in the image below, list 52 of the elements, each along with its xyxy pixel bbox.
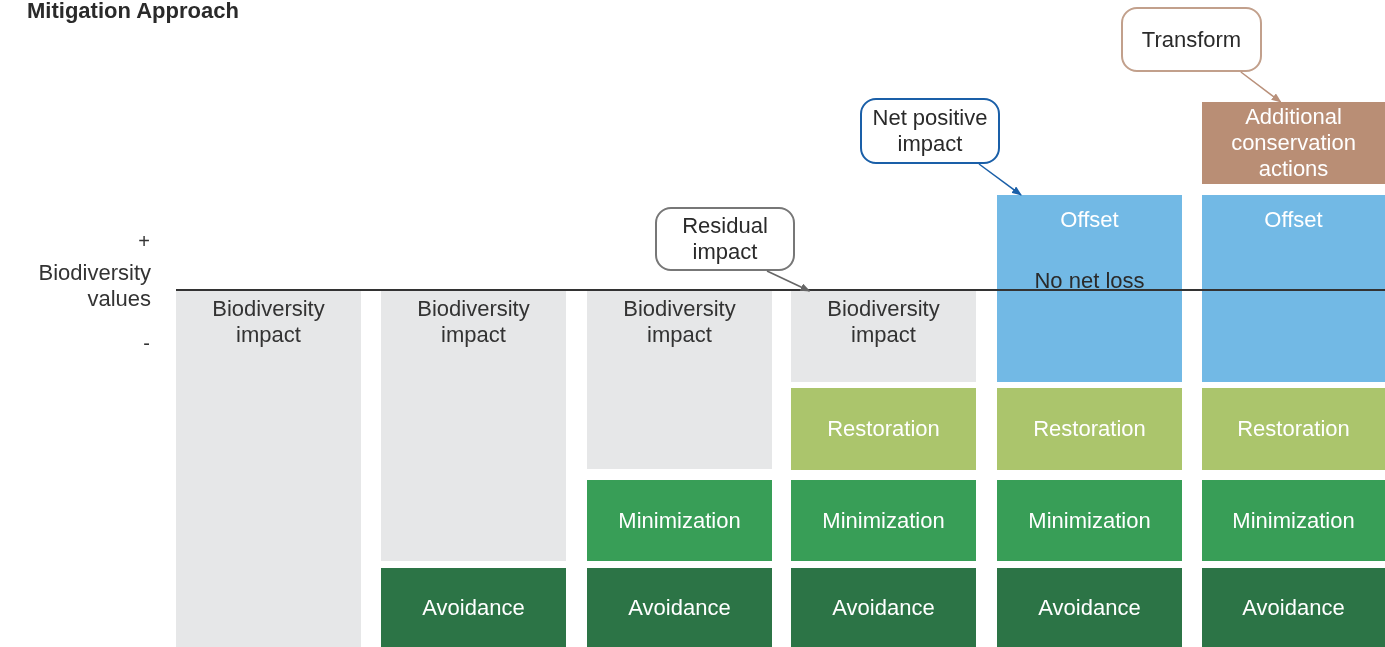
node-label: Minimization <box>1232 507 1355 534</box>
node-label: Biodiversity impact <box>211 296 326 348</box>
avoidance-bar <box>791 568 976 647</box>
restoration-bar <box>1202 388 1385 470</box>
impact-bar <box>176 291 361 647</box>
node-label: Transform <box>1141 26 1242 53</box>
node-label: Avoidance <box>1242 594 1345 621</box>
avoidance-bar <box>1202 568 1385 647</box>
node-label: Biodiversity impact <box>622 296 737 348</box>
node-label: Biodiversity impact <box>416 296 531 348</box>
node-label: Avoidance <box>628 594 731 621</box>
minimization-bar <box>1202 480 1385 561</box>
callout-arrow <box>766 270 811 292</box>
impact-bar <box>381 291 566 561</box>
node-label: Restoration <box>1033 416 1146 442</box>
minimization-bar <box>791 480 976 561</box>
node-label: Avoidance <box>422 594 525 621</box>
node-label: Minimization <box>1028 507 1151 534</box>
minus-sign: - <box>142 331 150 356</box>
restoration-bar <box>791 388 976 470</box>
node-label: Restoration <box>827 416 940 442</box>
node-label: Additional conservation actions <box>1230 104 1357 182</box>
node-label: Net positive impact <box>871 105 989 157</box>
node-label: Biodiversity impact <box>826 296 941 348</box>
minimization-bar <box>587 480 772 561</box>
offset-bar <box>1202 195 1385 382</box>
node-label: Offset <box>1264 207 1323 233</box>
node-label: Avoidance <box>1038 594 1141 621</box>
minimization-bar <box>997 480 1182 561</box>
node-label: Avoidance <box>832 594 935 621</box>
node-label: Minimization <box>618 507 741 534</box>
node-label: Residual impact <box>681 213 769 265</box>
node-label: Offset <box>1060 207 1119 233</box>
restoration-bar <box>997 388 1182 470</box>
callout-box <box>1121 7 1262 72</box>
plus-sign: + <box>137 229 150 254</box>
avoidance-bar <box>381 568 566 647</box>
node-label: Minimization <box>822 507 945 534</box>
title: Mitigation Approach <box>27 0 239 22</box>
conservation-bar <box>1202 102 1385 184</box>
callout-arrow <box>1240 71 1282 103</box>
offset-bar <box>997 195 1182 382</box>
axis-label: Biodiversity values <box>37 260 151 312</box>
callout-arrow <box>978 163 1022 196</box>
avoidance-bar <box>587 568 772 647</box>
threshold-label: No net loss <box>1033 268 1146 294</box>
impact-bar <box>791 291 976 382</box>
callout-box <box>655 207 795 271</box>
impact-bar <box>587 291 772 469</box>
avoidance-bar <box>997 568 1182 647</box>
callout-box <box>860 98 1000 164</box>
node-label: Restoration <box>1237 416 1350 442</box>
